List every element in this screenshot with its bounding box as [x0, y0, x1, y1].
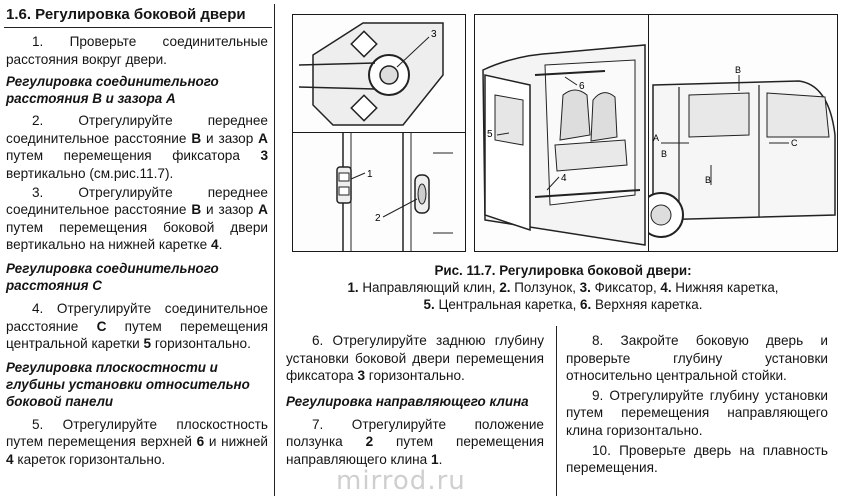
paragraph-7: 7. Отрегулируйте положение ползунка 2 пу… — [286, 416, 544, 467]
label-5-center-carriage: 5 — [487, 129, 493, 140]
column-divider-left — [274, 4, 275, 496]
section-title: 1.6. Регулировка боковой двери — [6, 6, 246, 23]
figure-legend-line-1: 1. Направляющий клин, 2. Ползунок, 3. Фи… — [347, 280, 779, 295]
paragraph-10: 10. Проверьте дверь на плавность перемещ… — [566, 442, 828, 476]
figure-panel-van-side: B A B B C — [648, 14, 838, 252]
watermark: mirrod.ru — [336, 466, 466, 496]
column-divider-right — [556, 326, 557, 496]
label-b-lower: B — [705, 175, 711, 185]
paragraph-3: 3. Отрегулируйте переднее соединительное… — [6, 184, 268, 253]
figure-caption: Рис. 11.7. Регулировка боковой двери: 1.… — [290, 262, 836, 313]
label-3-striker: 3 — [431, 29, 437, 40]
label-6-upper-carriage: 6 — [579, 81, 585, 92]
subheading-2: Регулировка соединительного расстояния С — [6, 260, 219, 293]
paragraph-5: 5. Отрегулируйте плоскостность путем пер… — [6, 416, 268, 467]
paragraph-2: 2. Отрегулируйте переднее соединительное… — [6, 113, 268, 181]
label-b-side: B — [661, 149, 667, 159]
label-a: A — [653, 133, 659, 143]
right-column: 8. Закройте боковую дверь и проверьте гл… — [566, 332, 828, 477]
figure-legend-line-2: 5. Центральная каретка, 6. Верхняя карет… — [423, 297, 703, 312]
figure-panel-wedge: 1 2 — [292, 132, 466, 252]
middle-column: 6. Отрегулируйте заднюю глубину установк… — [286, 332, 544, 469]
van-side-illustration: B A B B C — [649, 65, 836, 238]
left-column: 1. Проверьте соединительные расстояния в… — [6, 33, 268, 469]
paragraph-9: 9. Отрегулируйте глубину установки путем… — [566, 387, 828, 438]
label-c: C — [791, 138, 798, 148]
label-b-top: B — [735, 65, 741, 75]
subheading-3: Регулировка плоскостности и глубины уста… — [6, 359, 250, 409]
paragraph-1: 1. Проверьте соединительные расстояния в… — [6, 34, 268, 67]
van-interior-illustration: 6 5 4 — [482, 44, 646, 246]
figure-panel-striker: 3 — [292, 14, 466, 134]
paragraph-8: 8. Закройте боковую дверь и проверьте гл… — [566, 333, 828, 384]
paragraph-4: 4. Отрегулируйте соединительное расстоян… — [6, 300, 268, 352]
wedge-illustration: 1 2 — [336, 133, 453, 251]
figure-caption-title: Рис. 11.7. Регулировка боковой двери: — [434, 263, 692, 278]
striker-illustration: 3 — [298, 22, 444, 126]
subheading-1: Регулировка соединительного расстояния В… — [6, 74, 219, 107]
label-4-lower-carriage: 4 — [561, 173, 567, 184]
figure-panel-van-interior: 6 5 4 — [474, 14, 650, 252]
label-1-wedge: 1 — [367, 169, 373, 180]
title-underline — [4, 27, 272, 28]
label-2-slider: 2 — [375, 213, 381, 224]
paragraph-6: 6. Отрегулируйте заднюю глубину установк… — [286, 333, 544, 384]
subheading-4: Регулировка направляющего клина — [286, 393, 529, 409]
